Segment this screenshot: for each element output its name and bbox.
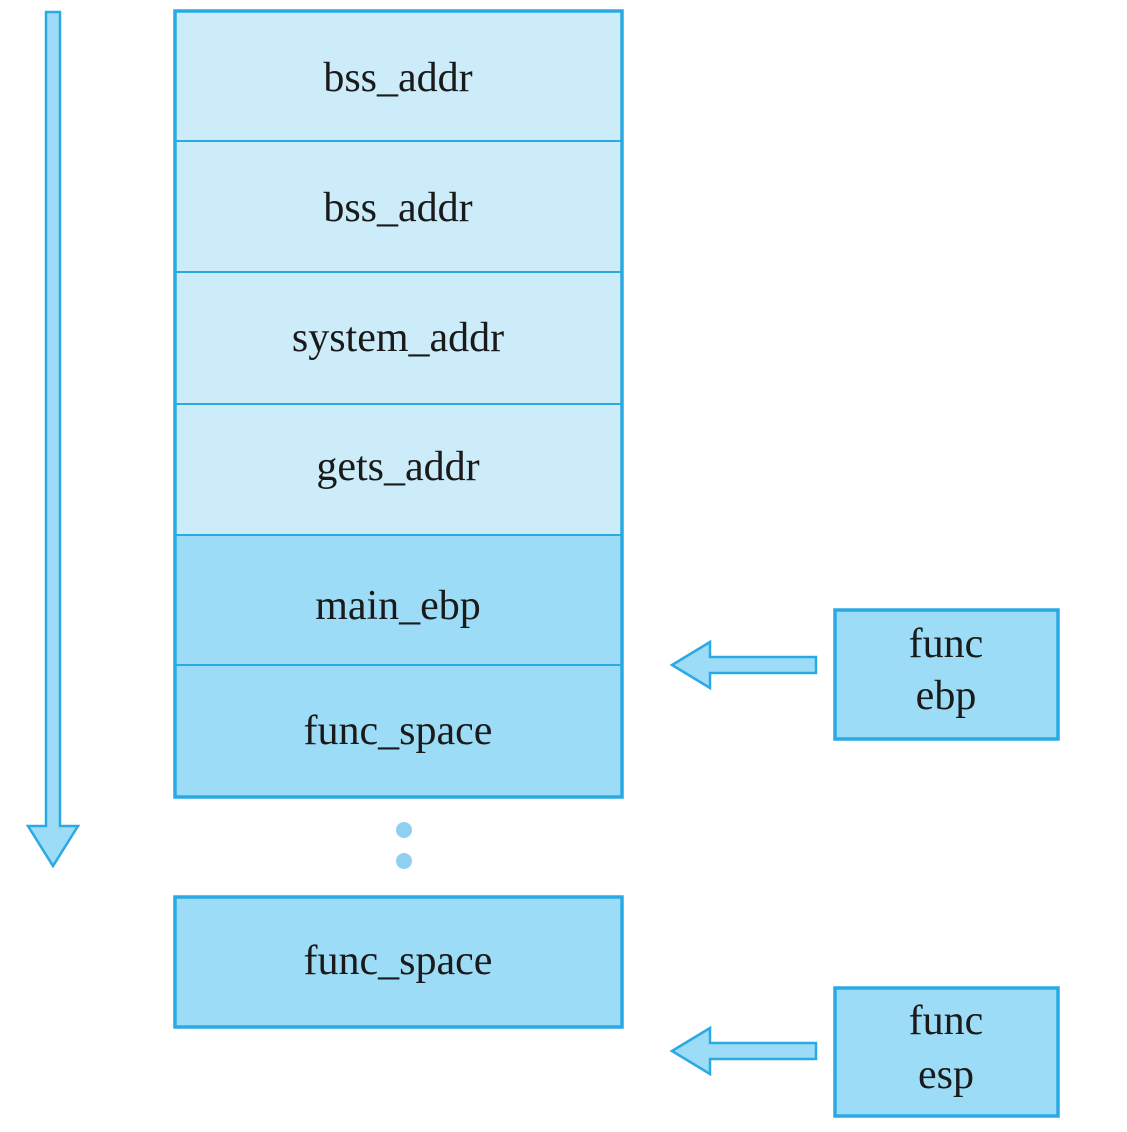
stack-cell-box [173, 895, 624, 1029]
stack-cell: bss_addr [174, 10, 623, 142]
func-ebp-box: func ebp [833, 608, 1060, 741]
esp-pointer-arrow [669, 1025, 818, 1077]
stack-cell-box [174, 534, 623, 666]
func-esp-label-line2: esp [918, 1052, 974, 1098]
func-esp-box-rect [833, 986, 1060, 1118]
stack-cell: bss_addr [174, 140, 623, 273]
growth-direction-arrow [25, 10, 81, 869]
stack-cell-label: gets_addr [316, 444, 479, 490]
ellipsis-dot [396, 853, 412, 869]
stack-cell: gets_addr [174, 403, 623, 536]
stack-cell-box [174, 664, 623, 798]
stack-cell-box [174, 271, 623, 405]
ellipsis-dot [396, 822, 412, 838]
stack-cell: main_ebp [174, 534, 623, 666]
ellipsis-dots [396, 822, 412, 869]
stack-cell: system_addr [174, 271, 623, 405]
func-ebp-label-line1: func [909, 621, 984, 667]
func-ebp-box-rect [833, 608, 1060, 741]
stack-cell-box [174, 140, 623, 273]
stack-cell-label: func_space [304, 938, 493, 984]
func-ebp-label-line2: ebp [916, 673, 977, 719]
func-esp-label-line1: func [909, 998, 984, 1044]
stack-cell-box [174, 403, 623, 536]
stack-cell-label: main_ebp [315, 583, 481, 629]
stack-cell-label: bss_addr [323, 55, 472, 101]
stack-cell-box [174, 10, 623, 142]
stack-frame: bss_addr bss_addr system_addr gets_addr … [173, 9, 624, 799]
func-esp-box: func esp [833, 986, 1060, 1118]
stack-outline [173, 9, 624, 799]
bottom-stack-cell: func_space [173, 895, 624, 1029]
ebp-pointer-arrow [669, 639, 818, 691]
stack-cell-label: bss_addr [323, 185, 472, 231]
stack-cell-label: system_addr [292, 315, 504, 361]
stack-cell: func_space [174, 664, 623, 798]
stack-cell-label: func_space [304, 708, 493, 754]
